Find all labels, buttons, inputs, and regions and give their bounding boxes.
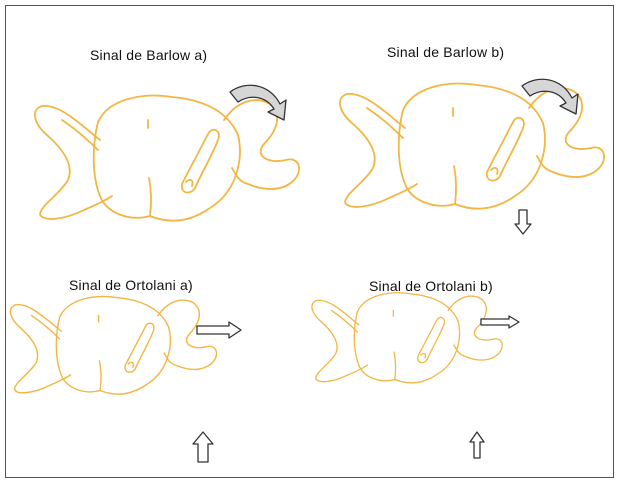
straight-arrow-icon <box>197 322 241 338</box>
curved-arrow-icon <box>230 85 286 120</box>
straight-arrow-icon <box>470 432 484 458</box>
infant-outline-barlow-b <box>340 84 604 209</box>
infant-outline-ortolani-b <box>312 293 502 383</box>
straight-arrow-icon <box>515 210 531 234</box>
infant-outline-barlow-a <box>35 96 299 221</box>
straight-arrow-icon <box>193 432 213 462</box>
straight-arrow-icon <box>481 316 519 328</box>
curved-arrow-icon <box>522 79 578 114</box>
infant-outline-ortolani-a <box>10 297 216 395</box>
